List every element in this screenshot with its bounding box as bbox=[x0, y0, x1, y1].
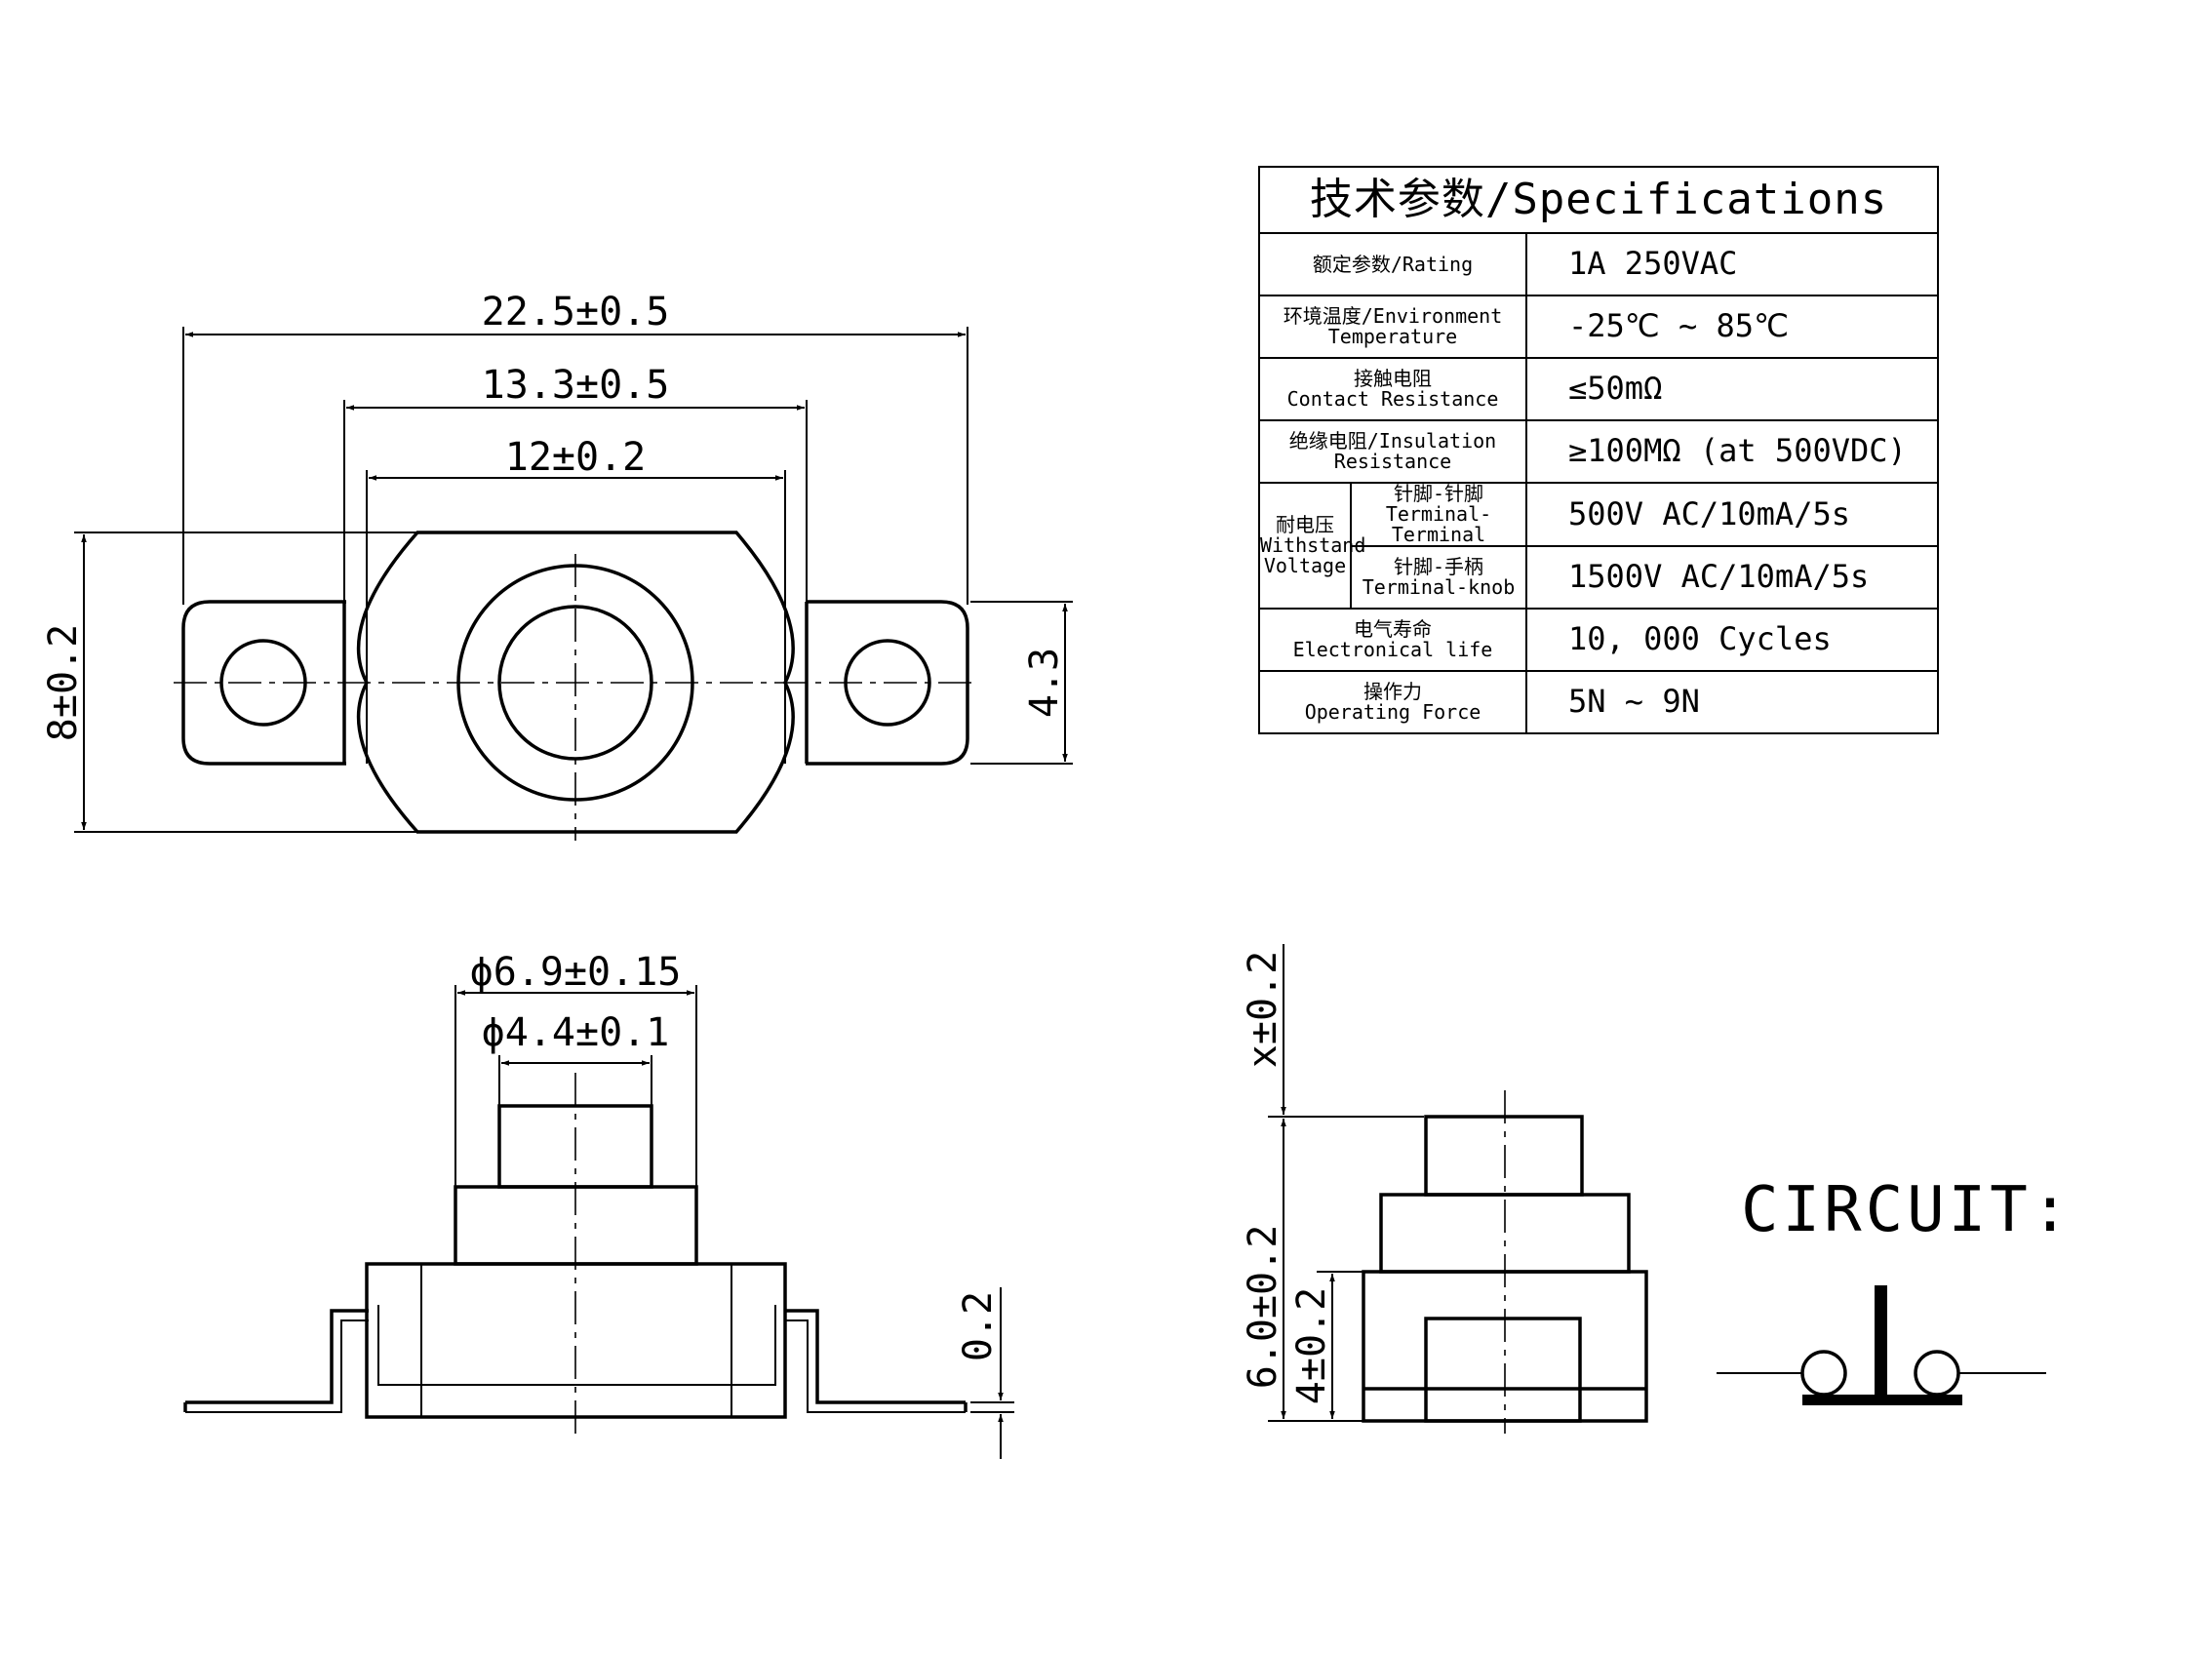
switch-base bbox=[365, 1262, 787, 1419]
spec-label-force: 操作力 Operating Force bbox=[1258, 670, 1527, 734]
left-mounting-tab bbox=[181, 600, 346, 766]
side-base bbox=[1362, 1270, 1648, 1423]
spec-value-insulation: ≥100MΩ (at 500VDC) bbox=[1524, 419, 1940, 484]
dim-inner-diameter: ϕ4.4±0.1 bbox=[482, 1010, 670, 1055]
spec-row-withstand-knob: 针脚-手柄 Terminal-knob 1500V AC/10mA/5s bbox=[1259, 545, 1940, 610]
side-knob bbox=[1424, 1115, 1584, 1197]
dim-body-total: 6.0±0.2 bbox=[1241, 1225, 1285, 1390]
spec-table-title: 技术参数/Specifications bbox=[1257, 166, 1940, 234]
dim-tab-height: 4.3 bbox=[1022, 648, 1067, 718]
spec-value-rating: 1A 250VAC bbox=[1524, 232, 1940, 296]
circuit-title: CIRCUIT: bbox=[1741, 1174, 2073, 1246]
dim-terminal-thickness: 0.2 bbox=[956, 1291, 1001, 1361]
spec-row-withstand-terminal: 耐电压 Withstand Voltage 针脚-针脚 Terminal-Ter… bbox=[1258, 482, 1940, 610]
spec-label-temperature: 环境温度/Environment Temperature bbox=[1258, 295, 1527, 359]
spec-row-contact-resistance: 接触电阻 Contact Resistance ≤50mΩ bbox=[1258, 357, 1940, 421]
spec-label-terminal-knob: 针脚-手柄 Terminal-knob bbox=[1350, 545, 1527, 610]
spec-row-force: 操作力 Operating Force 5N ~ 9N bbox=[1258, 670, 1940, 734]
left-terminal bbox=[185, 1309, 369, 1404]
spec-row-life: 电气寿命 Electronical life 10, 000 Cycles bbox=[1258, 608, 1940, 672]
dim-inner-width: 12±0.2 bbox=[505, 435, 647, 480]
circuit-bridge-bar bbox=[1802, 1395, 1962, 1405]
front-view: ϕ6.9±0.15 ϕ4.4±0.1 0.2 bbox=[183, 950, 1014, 1459]
circuit-symbol: CIRCUIT: bbox=[1717, 1174, 2073, 1405]
spec-value-life: 10, 000 Cycles bbox=[1524, 608, 1940, 672]
spec-value-contact-resistance: ≤50mΩ bbox=[1524, 357, 1940, 421]
spec-label-contact-resistance: 接触电阻 Contact Resistance bbox=[1258, 357, 1527, 421]
left-terminal-inner bbox=[185, 1319, 369, 1413]
circuit-actuator-stem bbox=[1875, 1285, 1887, 1402]
dim-body-height: 8±0.2 bbox=[41, 624, 86, 741]
spec-label-terminal-terminal: 针脚-针脚 Terminal-Terminal bbox=[1350, 482, 1527, 547]
spec-label-insulation: 绝缘电阻/Insulation Resistance bbox=[1258, 419, 1527, 484]
dim-overall-width: 22.5±0.5 bbox=[482, 290, 670, 335]
switch-body-outline bbox=[356, 531, 795, 834]
spec-value-force: 5N ~ 9N bbox=[1524, 670, 1940, 734]
spec-row-insulation: 绝缘电阻/Insulation Resistance ≥100MΩ (at 50… bbox=[1258, 419, 1940, 484]
spec-label-life: 电气寿命 Electronical life bbox=[1258, 608, 1527, 672]
right-terminal bbox=[785, 1309, 966, 1404]
spec-value-terminal-terminal: 500V AC/10mA/5s bbox=[1524, 482, 1940, 547]
side-view: x±0.2 6.0±0.2 4±0.2 bbox=[1241, 944, 1648, 1434]
dim-outer-diameter: ϕ6.9±0.15 bbox=[470, 950, 682, 995]
right-terminal-inner bbox=[785, 1319, 966, 1413]
dim-travel: x±0.2 bbox=[1241, 951, 1285, 1068]
side-slot bbox=[1424, 1317, 1582, 1423]
dim-middle-width: 13.3±0.5 bbox=[482, 363, 670, 408]
specifications-table: 技术参数/Specifications 额定参数/Rating 1A 250VA… bbox=[1257, 166, 1940, 734]
dim-base-height: 4±0.2 bbox=[1289, 1287, 1334, 1404]
spec-label-rating: 额定参数/Rating bbox=[1258, 232, 1527, 296]
spec-row-rating: 额定参数/Rating 1A 250VAC bbox=[1258, 232, 1940, 296]
circuit-contact-right bbox=[1914, 1350, 1960, 1397]
spec-value-terminal-knob: 1500V AC/10mA/5s bbox=[1524, 545, 1940, 610]
top-view: 22.5±0.5 13.3±0.5 12±0.2 8±0.2 4.3 bbox=[41, 290, 1073, 841]
spec-label-withstand: 耐电压 Withstand Voltage bbox=[1258, 482, 1365, 610]
circuit-contact-left bbox=[1800, 1350, 1847, 1397]
spec-row-temperature: 环境温度/Environment Temperature -25℃ ~ 85℃ bbox=[1258, 295, 1940, 359]
spec-value-temperature: -25℃ ~ 85℃ bbox=[1524, 295, 1940, 359]
